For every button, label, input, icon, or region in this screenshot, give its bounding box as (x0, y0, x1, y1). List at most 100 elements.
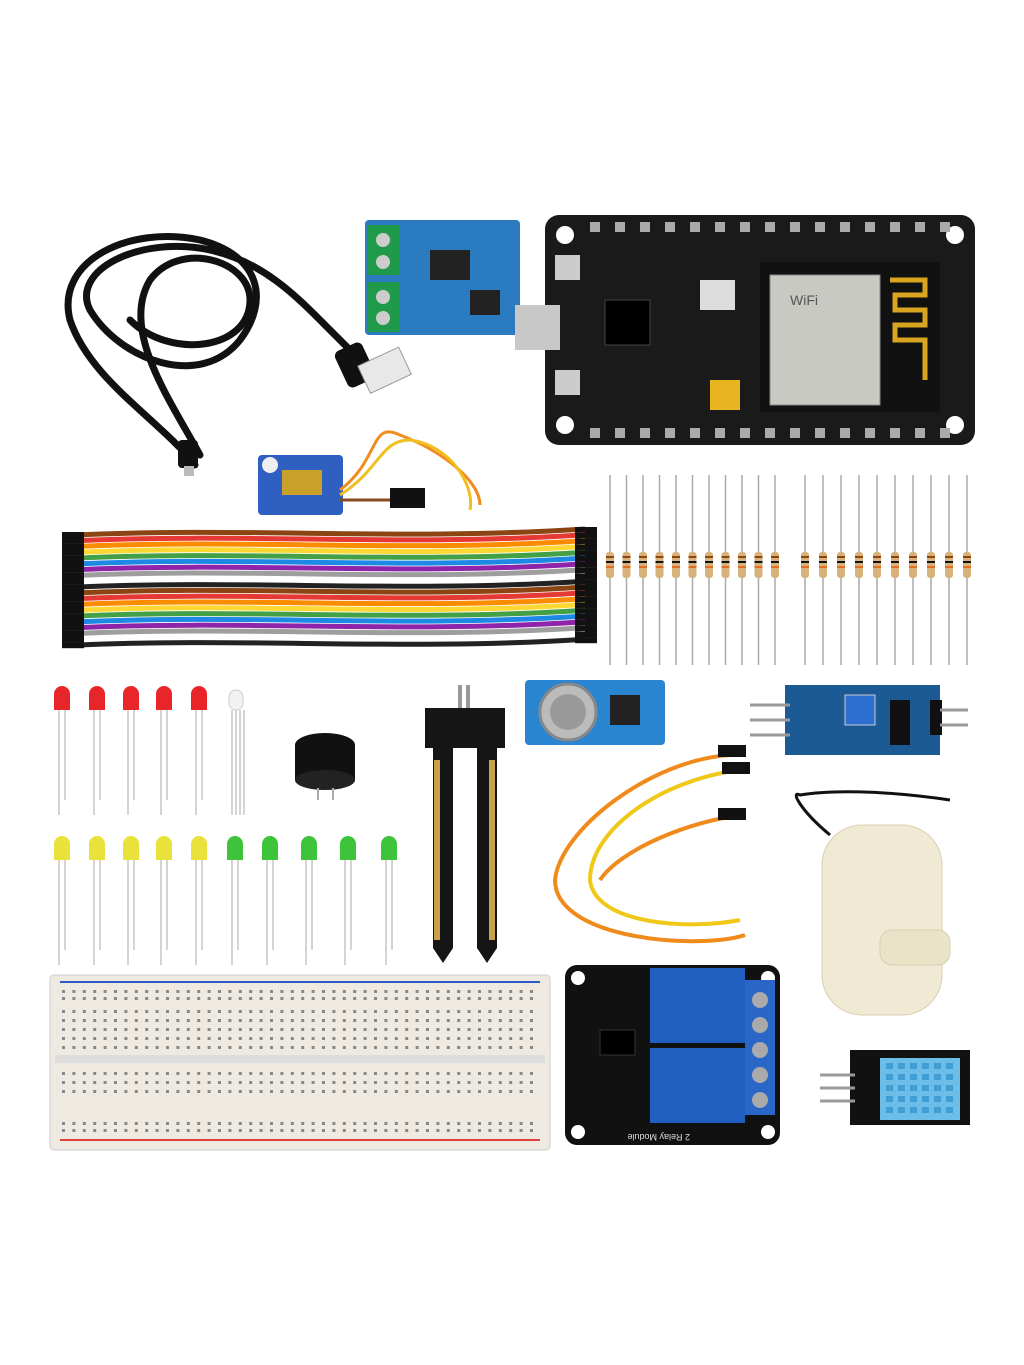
breadboard-hole (155, 1122, 159, 1125)
breadboard-hole (124, 1072, 128, 1075)
breadboard-hole (405, 1019, 409, 1022)
breadboard-hole (93, 1090, 97, 1093)
breadboard-hole (467, 1028, 471, 1031)
led (340, 836, 356, 860)
breadboard-hole (467, 997, 471, 1000)
breadboard-hole (93, 1081, 97, 1084)
breadboard-hole (363, 1019, 367, 1022)
resistor (963, 552, 971, 578)
jumper-wire (74, 549, 586, 561)
resistor-set (606, 475, 971, 665)
breadboard-hole (72, 990, 76, 993)
dht-vent (946, 1107, 953, 1113)
breadboard-hole (488, 1019, 492, 1022)
breadboard-hole (363, 997, 367, 1000)
breadboard-hole (270, 997, 273, 1000)
wire-connector (575, 550, 597, 557)
resistor (672, 552, 680, 578)
resistor-band (738, 566, 746, 568)
breadboard-hole (228, 1129, 232, 1132)
resistor-band (738, 556, 746, 558)
resistor-band (688, 556, 697, 558)
dht-vent (946, 1096, 953, 1102)
breadboard-hole (134, 1010, 138, 1013)
resistor-band (819, 556, 827, 558)
breadboard-hole (103, 990, 107, 993)
header-pin (640, 222, 650, 232)
breadboard-hole (155, 1129, 159, 1132)
breadboard-hole (405, 1129, 409, 1132)
soil-moisture-sensor (425, 685, 505, 963)
breadboard-hole (322, 1129, 325, 1132)
jumper-wire (74, 584, 586, 596)
dht-vent (946, 1085, 953, 1091)
jumper-wire (74, 601, 586, 613)
breadboard-hole (363, 1081, 367, 1084)
resistor-band (672, 566, 680, 568)
breadboard-hole (134, 1037, 138, 1040)
header-pin (740, 222, 750, 232)
header-pin (890, 428, 900, 438)
jumper-wire (74, 578, 586, 590)
breadboard-hole (374, 1122, 377, 1125)
breadboard-hole (467, 1122, 471, 1125)
breadboard-hole (290, 1037, 294, 1040)
breadboard-hole (530, 990, 533, 993)
breadboard-hole (114, 1090, 117, 1093)
gas-sensor-module (525, 680, 665, 745)
breadboard-hole (498, 1028, 502, 1031)
breadboard-hole (186, 1081, 190, 1084)
breadboard-hole (166, 1028, 169, 1031)
breadboard-hole (207, 1028, 211, 1031)
header-pin (740, 428, 750, 438)
resistor-band (639, 561, 647, 563)
breadboard-hole (488, 1072, 492, 1075)
breadboard-hole (509, 990, 513, 993)
resistor-band (963, 561, 971, 563)
breadboard-hole (353, 1122, 357, 1125)
resistor (606, 552, 614, 578)
wire-connector (575, 602, 597, 609)
breadboard-hole (374, 990, 377, 993)
breadboard-hole (322, 1090, 325, 1093)
breadboard-hole (353, 1010, 357, 1013)
breadboard-hole (82, 1090, 86, 1093)
breadboard-hole (384, 1028, 388, 1031)
wire-connector (575, 585, 597, 591)
header-pin (615, 428, 625, 438)
resistor-band (655, 566, 664, 568)
breadboard-hole (186, 997, 190, 1000)
breadboard-hole (72, 997, 76, 1000)
breadboard-hole (186, 1122, 190, 1125)
resistor-band (705, 556, 713, 558)
breadboard-hole (436, 1010, 440, 1013)
wire-connector (575, 532, 597, 539)
breadboard-hole (238, 1010, 242, 1013)
jumper-wire (74, 590, 586, 602)
jumper-wire (74, 619, 586, 631)
resistor (738, 552, 746, 578)
wire-connector (575, 608, 597, 615)
breadboard-hole (332, 997, 336, 1000)
resistor-band (855, 566, 863, 568)
breadboard-hole (82, 1081, 86, 1084)
breadboard-hole (72, 1028, 76, 1031)
breadboard-hole (446, 997, 450, 1000)
resistor-band (963, 556, 971, 558)
breadboard-hole (72, 1010, 76, 1013)
breadboard-hole (166, 1122, 169, 1125)
breadboard-hole (155, 990, 159, 993)
resistor-band (945, 556, 953, 558)
breadboard-hole (384, 1046, 388, 1049)
breadboard-hole (270, 1010, 273, 1013)
breadboard-hole (207, 997, 211, 1000)
breadboard-hole (103, 1072, 107, 1075)
resistor (688, 552, 697, 578)
breadboard-hole (228, 1010, 232, 1013)
breadboard-hole (301, 1019, 305, 1022)
breadboard-hole (176, 997, 180, 1000)
breadboard-hole (322, 990, 325, 993)
dht-vent (886, 1074, 893, 1080)
resistor (622, 552, 631, 578)
breadboard-hole (72, 1072, 76, 1075)
